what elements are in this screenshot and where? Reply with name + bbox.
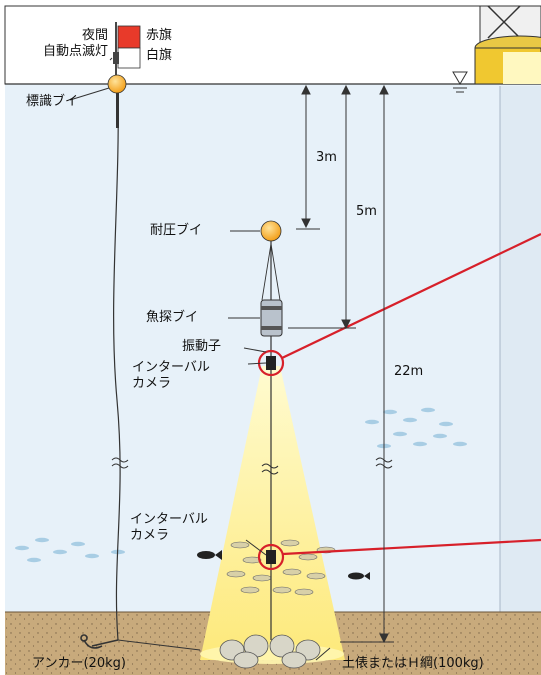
sky-area: [4, 5, 541, 85]
leader-lines: [109, 57, 331, 661]
depth-3m-label: 3m: [316, 150, 337, 165]
marker-mooring-line: [111, 88, 129, 641]
camera-callouts: [257, 233, 541, 571]
sandbag-label: 土俵またはＨ綱(100kg): [342, 656, 484, 671]
white-flag: [117, 47, 141, 69]
red-flag-label: 赤旗: [146, 28, 173, 43]
anchor-icon: [80, 634, 119, 649]
transducer-label: 振動子: [182, 339, 222, 354]
light-beam: [200, 366, 345, 660]
fish-school-lit: [226, 539, 336, 596]
pressure-buoy-label: 耐圧ブイ: [150, 223, 203, 238]
marker-buoy: [107, 74, 127, 94]
lower-camera: [266, 550, 276, 564]
blinking-light-icon: [113, 52, 119, 64]
anchor-label: アンカー(20kg): [32, 656, 126, 671]
red-flag: [117, 25, 141, 49]
fish-school-bg: [15, 407, 467, 563]
fish-finder-buoy-label: 魚探ブイ: [146, 310, 199, 325]
pressure-buoy: [260, 220, 282, 242]
marker-buoy-label: 標識ブイ: [26, 94, 79, 109]
dark-fish: [197, 550, 370, 580]
white-flag-label: 白旗: [146, 48, 173, 63]
fish-finder-buoy: [260, 299, 283, 337]
night-light-label: 夜間 自動点滅灯: [42, 28, 108, 59]
depth-dimensions: [69, 84, 394, 644]
interval-camera-lower-label: インターバル カメラ: [130, 512, 208, 543]
interval-camera-upper-label: インターバル カメラ: [132, 360, 210, 391]
flag-pole: [113, 22, 141, 76]
platform-structure: [474, 5, 541, 612]
surface-symbol: [452, 71, 468, 93]
sandbags: [219, 634, 321, 669]
depth-22m-label: 22m: [394, 364, 424, 379]
depth-5m-label: 5m: [356, 204, 377, 219]
main-line: [261, 240, 281, 640]
upper-camera: [266, 356, 276, 370]
